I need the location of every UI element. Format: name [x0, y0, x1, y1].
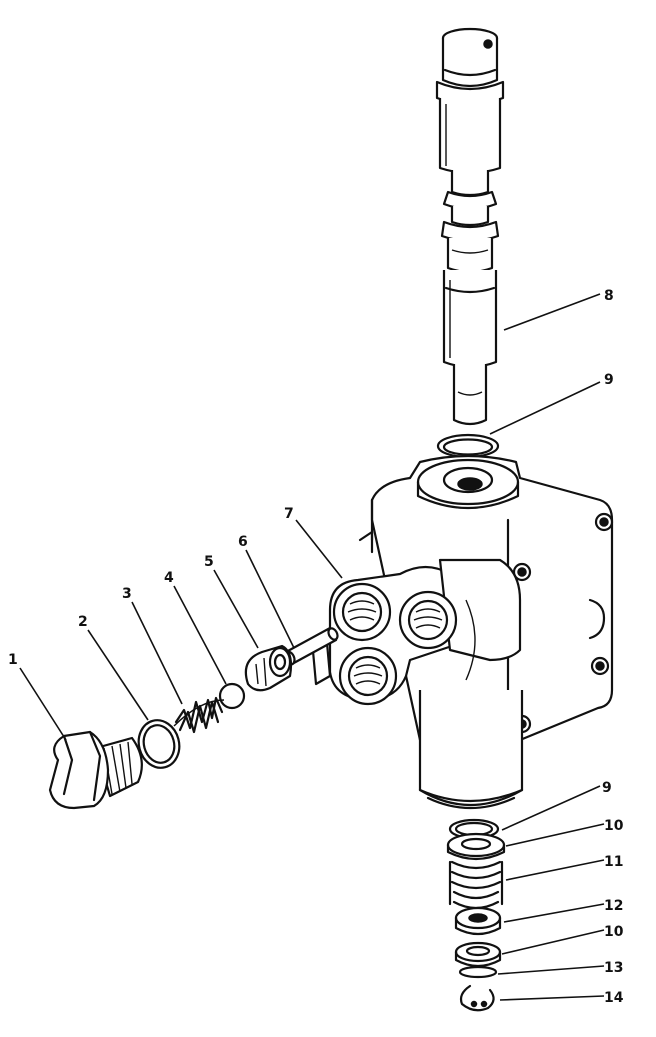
callout-13: 13	[604, 960, 623, 976]
callout-4: 4	[164, 570, 174, 586]
callout-10-upper: 10	[604, 818, 624, 834]
callout-1: 1	[8, 652, 18, 668]
part-3-spring	[173, 696, 225, 734]
callout-5: 5	[204, 554, 214, 570]
part-10-washer-lower	[454, 941, 502, 968]
part-1-plug	[48, 730, 143, 810]
callout-7: 7	[284, 506, 294, 522]
part-7-valve-body	[310, 454, 614, 810]
part-4-ball	[218, 682, 246, 710]
part-14-snap-ring	[459, 984, 495, 1012]
part-5-poppet	[244, 644, 293, 692]
part-12-seat	[454, 906, 502, 936]
part-10-washer-upper	[446, 832, 506, 861]
callout-3: 3	[122, 586, 132, 602]
callout-9-bottom: 9	[602, 780, 612, 796]
callout-12: 12	[604, 898, 623, 914]
part-13-washer-small	[458, 965, 498, 979]
part-8-spool	[435, 27, 505, 426]
callout-14: 14	[604, 990, 624, 1006]
callout-10-lower: 10	[604, 924, 624, 940]
leader-lines	[19, 293, 605, 1001]
part-9-o-ring-top	[436, 433, 500, 459]
callout-2: 2	[78, 614, 88, 630]
callout-11: 11	[604, 854, 623, 870]
part-2-o-ring	[137, 719, 181, 769]
callout-8: 8	[604, 288, 614, 304]
callout-6: 6	[238, 534, 248, 550]
callout-labels: 1 2 3 4 5 6 7 8 9 9 10 11 12 10 13 14	[8, 288, 624, 1006]
callout-9-top: 9	[604, 372, 614, 388]
part-11-spring	[448, 860, 504, 910]
